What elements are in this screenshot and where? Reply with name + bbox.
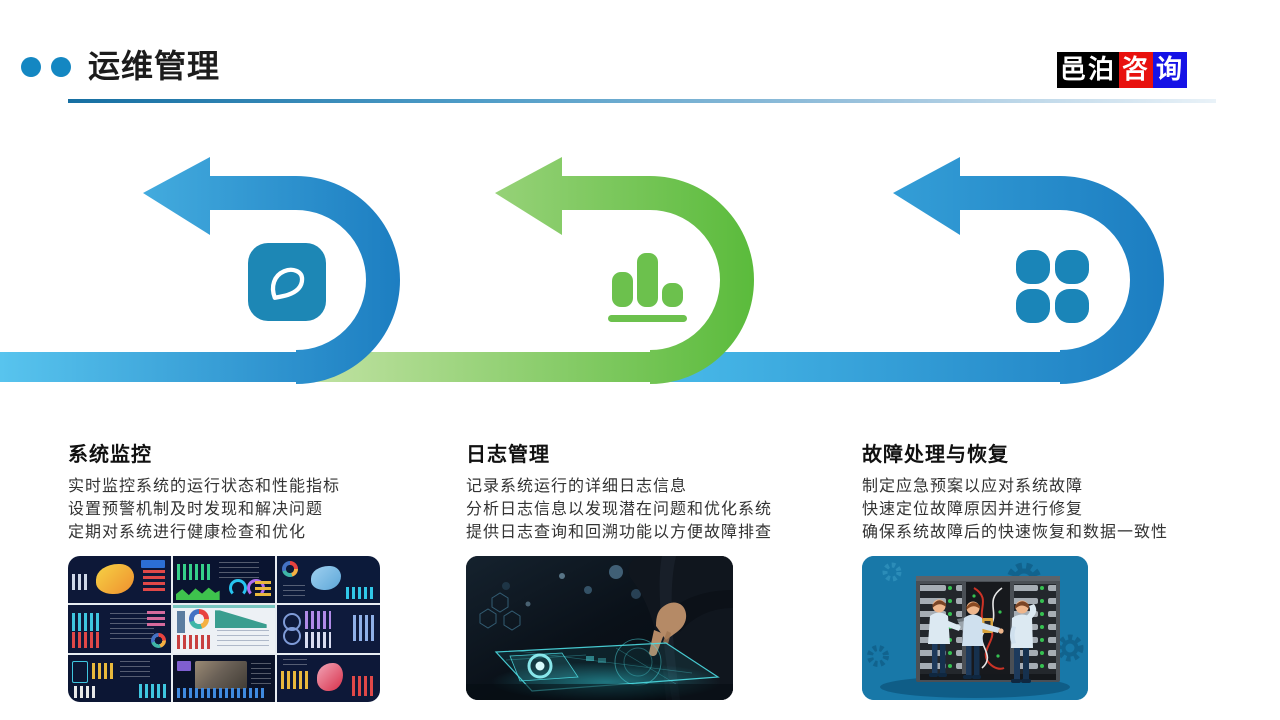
touch-interface-image <box>466 556 733 700</box>
section-log-management: 日志管理 记录系统运行的详细日志信息 分析日志信息以发现潜在问题和优化系统 提供… <box>466 438 858 544</box>
section-line: 制定应急预案以应对系统故障 <box>862 478 1084 495</box>
dashboard-tile <box>277 556 380 604</box>
section-line: 快速定位故障原因并进行修复 <box>862 501 1084 518</box>
section-line: 记录系统运行的详细日志信息 <box>466 478 688 495</box>
section-system-monitoring: 系统监控 实时监控系统的运行状态和性能指标 设置预警机制及时发现和解决问题 定期… <box>68 438 418 544</box>
section-line: 分析日志信息以发现潜在问题和优化系统 <box>466 501 773 518</box>
section-heading: 日志管理 <box>466 444 550 466</box>
section-line: 提供日志查询和回溯功能以方便故障排查 <box>466 524 773 541</box>
server-room-image <box>862 556 1088 700</box>
clover-petal <box>1055 250 1089 284</box>
pen-icon <box>248 243 326 321</box>
logo-segment-blue: 询 <box>1153 52 1188 88</box>
page-title: 运维管理 <box>88 48 221 84</box>
dashboard-tile <box>68 556 171 604</box>
section-line: 确保系统故障后的快速恢复和数据一致性 <box>862 524 1169 541</box>
title-underline <box>68 99 1216 103</box>
dashboard-tile <box>68 605 171 653</box>
process-arrow-1 <box>0 157 400 384</box>
title-dot-2 <box>51 57 71 77</box>
dashboard-tile <box>277 605 380 653</box>
bar-chart-icon <box>608 253 687 322</box>
dashboard-tile <box>68 654 171 702</box>
process-arrows-diagram <box>0 157 1164 384</box>
section-heading: 系统监控 <box>68 444 152 466</box>
title-dot-1 <box>21 57 41 77</box>
clover-icon <box>1016 250 1089 323</box>
section-line: 实时监控系统的运行状态和性能指标 <box>68 478 341 495</box>
section-fault-recovery: 故障处理与恢复 制定应急预案以应对系统故障 快速定位故障原因并进行修复 确保系统… <box>862 438 1262 544</box>
dashboard-tile <box>172 654 276 702</box>
dashboard-collage-image <box>68 556 380 702</box>
dashboard-tile <box>172 556 276 604</box>
section-heading: 故障处理与恢复 <box>862 444 1009 466</box>
company-logo: 邑泊 咨 询 <box>1057 52 1188 88</box>
logo-segment-red: 咨 <box>1119 52 1154 88</box>
clover-petal <box>1016 250 1050 284</box>
logo-segment-black: 邑泊 <box>1057 52 1120 88</box>
section-line: 定期对系统进行健康检查和优化 <box>68 524 307 541</box>
process-arrow-3 <box>660 157 1164 384</box>
dashboard-tile <box>172 605 276 653</box>
clover-petal <box>1055 289 1089 323</box>
clover-petal <box>1016 289 1050 323</box>
dashboard-tile <box>277 654 380 702</box>
section-line: 设置预警机制及时发现和解决问题 <box>68 501 324 518</box>
